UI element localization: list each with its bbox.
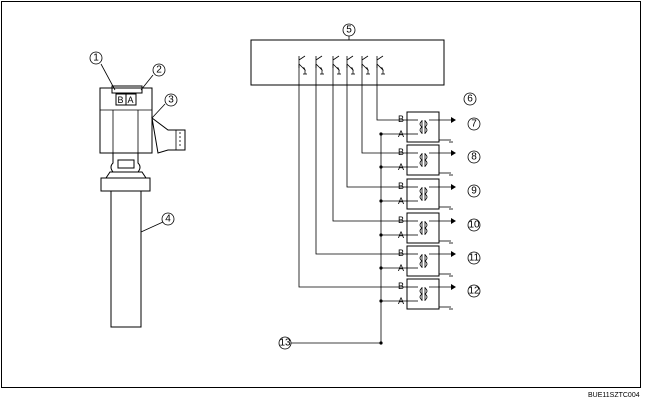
coil-neck xyxy=(117,159,135,169)
coil-flange xyxy=(100,177,151,192)
svg-text:3: 3 xyxy=(168,95,174,106)
callout-7: 7 xyxy=(467,117,481,131)
connector-cap xyxy=(111,85,143,94)
coil-unit-4: BA xyxy=(379,212,456,244)
coil-pin-b-label: B xyxy=(398,248,404,258)
svg-text:13: 13 xyxy=(279,338,291,349)
svg-text:10: 10 xyxy=(468,220,480,231)
coil-unit-6: BA xyxy=(379,278,456,310)
figure-border xyxy=(1,1,641,388)
terminal-a-box xyxy=(125,93,137,106)
coil-pin-b-label: B xyxy=(398,215,404,225)
coil-pin-b-label: B xyxy=(398,147,404,157)
driver-transistor-3 xyxy=(332,55,341,85)
image-code: BUE11SZTC004 xyxy=(588,392,640,399)
callout-1: 1 xyxy=(89,51,103,65)
coil-unit-3: BA xyxy=(379,178,456,210)
callout-13: 13 xyxy=(278,336,292,350)
terminal-b-label: B xyxy=(118,95,124,105)
ignition-coil-drawing: B A xyxy=(99,85,186,328)
callout-5: 5 xyxy=(342,23,356,37)
driver-transistor-4 xyxy=(346,55,355,85)
svg-text:9: 9 xyxy=(471,186,477,197)
driver-wire-6 xyxy=(298,85,407,288)
coil-pin-b-label: B xyxy=(398,114,404,124)
driver-transistors xyxy=(298,55,385,85)
svg-text:11: 11 xyxy=(469,253,480,264)
driver-wire-1 xyxy=(376,85,407,121)
callout-12: 12 xyxy=(467,284,481,298)
driver-wire-5 xyxy=(315,85,407,255)
coil-tube xyxy=(110,190,142,328)
callout-4: 4 xyxy=(161,212,175,226)
svg-text:5: 5 xyxy=(346,25,352,36)
driver-transistor-5 xyxy=(361,55,370,85)
svg-text:8: 8 xyxy=(471,152,477,163)
driver-wires xyxy=(298,85,407,288)
control-module-box xyxy=(250,39,445,86)
callout-10: 10 xyxy=(467,218,481,232)
coil-unit-2: BA xyxy=(379,144,456,176)
side-connector xyxy=(151,116,186,154)
terminal-a-label: A xyxy=(128,95,134,105)
svg-text:4: 4 xyxy=(165,214,171,225)
svg-text:2: 2 xyxy=(156,65,162,76)
driver-wire-2 xyxy=(361,85,407,154)
svg-text:6: 6 xyxy=(467,94,473,105)
coil-unit-1: BA xyxy=(379,111,456,143)
svg-text:7: 7 xyxy=(471,119,477,130)
callout-11: 11 xyxy=(467,251,481,265)
driver-wire-4 xyxy=(332,85,407,222)
driver-transistor-2 xyxy=(315,55,324,85)
svg-text:1: 1 xyxy=(93,53,99,64)
driver-transistor-6 xyxy=(376,55,385,85)
coil-pin-b-label: B xyxy=(398,281,404,291)
driver-wire-3 xyxy=(346,85,407,188)
callout-9: 9 xyxy=(467,184,481,198)
callout-2: 2 xyxy=(152,63,166,77)
coil-unit-5: BA xyxy=(379,245,456,277)
driver-transistor-1 xyxy=(298,55,307,85)
callout-3: 3 xyxy=(164,93,178,107)
svg-text:12: 12 xyxy=(468,286,480,297)
callout-8: 8 xyxy=(467,150,481,164)
callout-6: 6 xyxy=(463,92,477,106)
coil-pin-b-label: B xyxy=(398,181,404,191)
